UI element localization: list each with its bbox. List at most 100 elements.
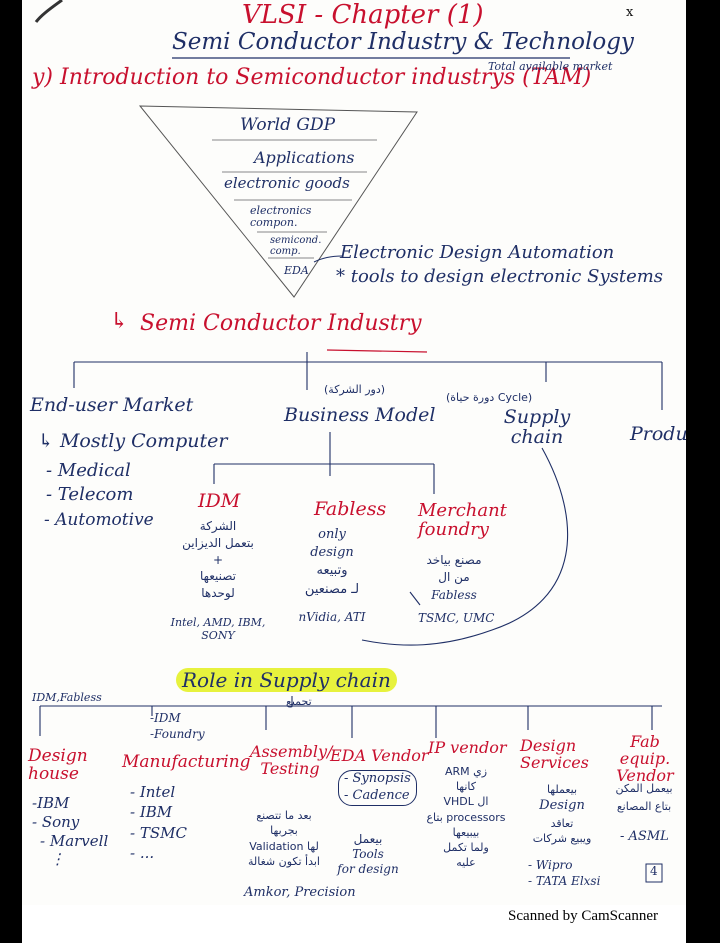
ip-vendor-title: IP vendor <box>428 738 507 757</box>
idm-line: تصنيعها <box>200 569 236 584</box>
role-heading: Role in Supply chain <box>176 668 397 692</box>
arrow-icon: ↳ <box>38 430 60 452</box>
x-mark: x <box>626 5 634 20</box>
eda-vendor-line: Tools <box>352 847 384 861</box>
pyramid-level: semicond. comp. <box>270 235 322 257</box>
section-intro: y) Introduction to Semiconductor industr… <box>32 65 592 90</box>
merchant-examples: TSMC, UMC <box>418 611 495 625</box>
eda-vendor-title: EDA Vendor <box>330 746 429 765</box>
idm-title: IDM <box>198 490 241 512</box>
manufacturing-list: - Intel - IBM - TSMC - ... <box>130 782 187 863</box>
design-services-line: تعاقد <box>550 816 574 830</box>
eda-vendor-item: - Synopsis <box>344 771 411 786</box>
merchant-line: من ال <box>438 570 470 585</box>
supply-chain-title: Supply chain <box>503 406 571 448</box>
pyramid-level: Applications <box>254 148 355 167</box>
idm-examples: Intel, AMD, IBM, SONY <box>170 616 266 642</box>
manufacturing-item: - IBM <box>130 803 173 822</box>
assembly-line: بجربها <box>270 824 298 838</box>
ip-vendor-line: بيبيعها <box>452 825 480 839</box>
manufacturing-note: -Foundry <box>150 727 205 741</box>
assembly-testing-title: Assembly/ Testing <box>250 742 333 778</box>
fab-equip-line: بتاع المصانع <box>616 799 672 813</box>
assembly-note: تجميع <box>286 695 312 708</box>
manufacturing-note: -IDM <box>150 711 181 725</box>
ip-vendor-line: VHDL ال <box>443 795 489 809</box>
business-model-title: Business Model <box>284 404 436 426</box>
fabless-description: only design وتبيعه لـ مصنعين <box>292 526 372 599</box>
merchant-description: مصنع بياخد من ال Fabless <box>414 552 494 604</box>
idm-line: بتعمل الديزاين <box>182 535 254 550</box>
design-services-line: Design <box>539 798 585 814</box>
fabless-title: Fabless <box>314 498 387 520</box>
design-house-item: - Marvell <box>40 831 109 850</box>
eda-definition: Electronic Design Automation <box>340 242 615 263</box>
product-title: Product <box>630 423 686 445</box>
eda-description: * tools to design electronic Systems <box>336 266 664 287</box>
page-number: 4 <box>650 864 658 878</box>
diagram-lines <box>34 0 663 883</box>
merchant-line: Fabless <box>431 587 477 602</box>
design-house-item: ⋮ <box>50 850 65 869</box>
fabless-line: only <box>318 527 346 542</box>
supply-note: (دورة حياة Cycle) <box>446 391 533 404</box>
end-user-title: End-user Market <box>30 394 194 416</box>
manufacturing-item: - TSMC <box>130 823 187 842</box>
business-note: (دور الشركة) <box>324 383 386 396</box>
design-house-item: -IBM <box>32 794 70 812</box>
pyramid-level: electronic goods <box>224 174 350 192</box>
idm-line: لوحدها <box>201 586 235 601</box>
ip-vendor-line: ولما تكمل <box>443 840 489 854</box>
notebook-page: VLSI - Chapter (1) x Semi Conductor Indu… <box>22 0 686 905</box>
eda-vendor-list: - Synopsis - Cadence <box>338 770 417 806</box>
pyramid-level: World GDP <box>240 115 336 135</box>
idm-line: + <box>212 552 224 567</box>
fabless-line: design <box>310 545 354 561</box>
manufacturing-title: Manufacturing <box>122 752 251 772</box>
eda-vendor-line: for design <box>337 862 399 876</box>
design-services-title: Design Services <box>520 736 589 772</box>
design-services-item: - TATA Elxsi <box>528 873 601 888</box>
subtitle: Semi Conductor Industry & Technology <box>172 29 634 55</box>
assembly-line: بعد ما تتصنع <box>256 809 312 822</box>
manufacturing-item: - ... <box>130 843 155 862</box>
ip-vendor-line: عليه <box>456 856 476 870</box>
fabless-line: وتبيعه <box>316 563 348 579</box>
ip-vendor-line: ARM زي <box>444 765 488 778</box>
scanner-watermark: Scanned by CamScanner <box>508 908 658 924</box>
fabless-examples: nVidia, ATI <box>298 610 366 624</box>
tam-note: Total available market <box>488 60 613 73</box>
end-user-item: - Medical <box>46 460 131 481</box>
ip-vendor-description: ARM زي كانها VHDL ال بتاع processors بيب… <box>418 764 514 870</box>
page-title: VLSI - Chapter (1) <box>242 0 484 30</box>
merchant-foundry-title: Merchant foundry <box>418 500 507 540</box>
ip-vendor-line: كانها <box>455 780 477 794</box>
design-services-item: - Wipro <box>528 858 573 872</box>
semi-industry-heading: Semi Conductor Industry <box>140 311 422 336</box>
design-services-line: ويبيع شركات <box>532 831 592 845</box>
end-user-item: - Automotive <box>44 510 154 530</box>
eda-vendor-line: بيعمل <box>353 832 383 846</box>
arrow-icon: ↳ <box>110 309 129 334</box>
fab-equip-vendor-title: Fab equip. Vendor <box>616 732 674 785</box>
assembly-examples: Amkor, Precision <box>244 885 356 900</box>
eda-vendor-item: - Cadence <box>344 787 410 803</box>
design-services-list: - Wipro - TATA Elxsi <box>528 858 600 889</box>
assembly-line: Validation لها <box>249 839 319 853</box>
pyramid-level: electronics compon. <box>250 204 312 229</box>
design-house-list: -IBM - Sony - Marvell ⋮ <box>32 794 108 869</box>
end-user-lead: ↳ Mostly Computer <box>38 430 228 452</box>
end-user-item: - Telecom <box>46 484 134 505</box>
eda-vendor-description: بيعمل Tools for design <box>328 832 408 877</box>
assembly-line: ابدأ تكون شغالة <box>248 855 320 869</box>
idm-line: الشركة <box>199 519 237 533</box>
fab-equip-item: - ASML <box>620 829 669 844</box>
design-services-description: بيعملها Design تعاقد ويبيع شركات <box>520 782 604 846</box>
design-house-title: Design house <box>28 746 88 784</box>
design-house-item: - Sony <box>32 812 80 831</box>
fab-equip-line: بيعمل المكن <box>615 782 673 795</box>
manufacturing-item: - Intel <box>130 783 176 801</box>
design-services-line: بيعملها <box>546 783 578 796</box>
idm-fabless-note: IDM,Fabless <box>32 691 102 704</box>
merchant-line: مصنع بياخد <box>426 553 482 567</box>
